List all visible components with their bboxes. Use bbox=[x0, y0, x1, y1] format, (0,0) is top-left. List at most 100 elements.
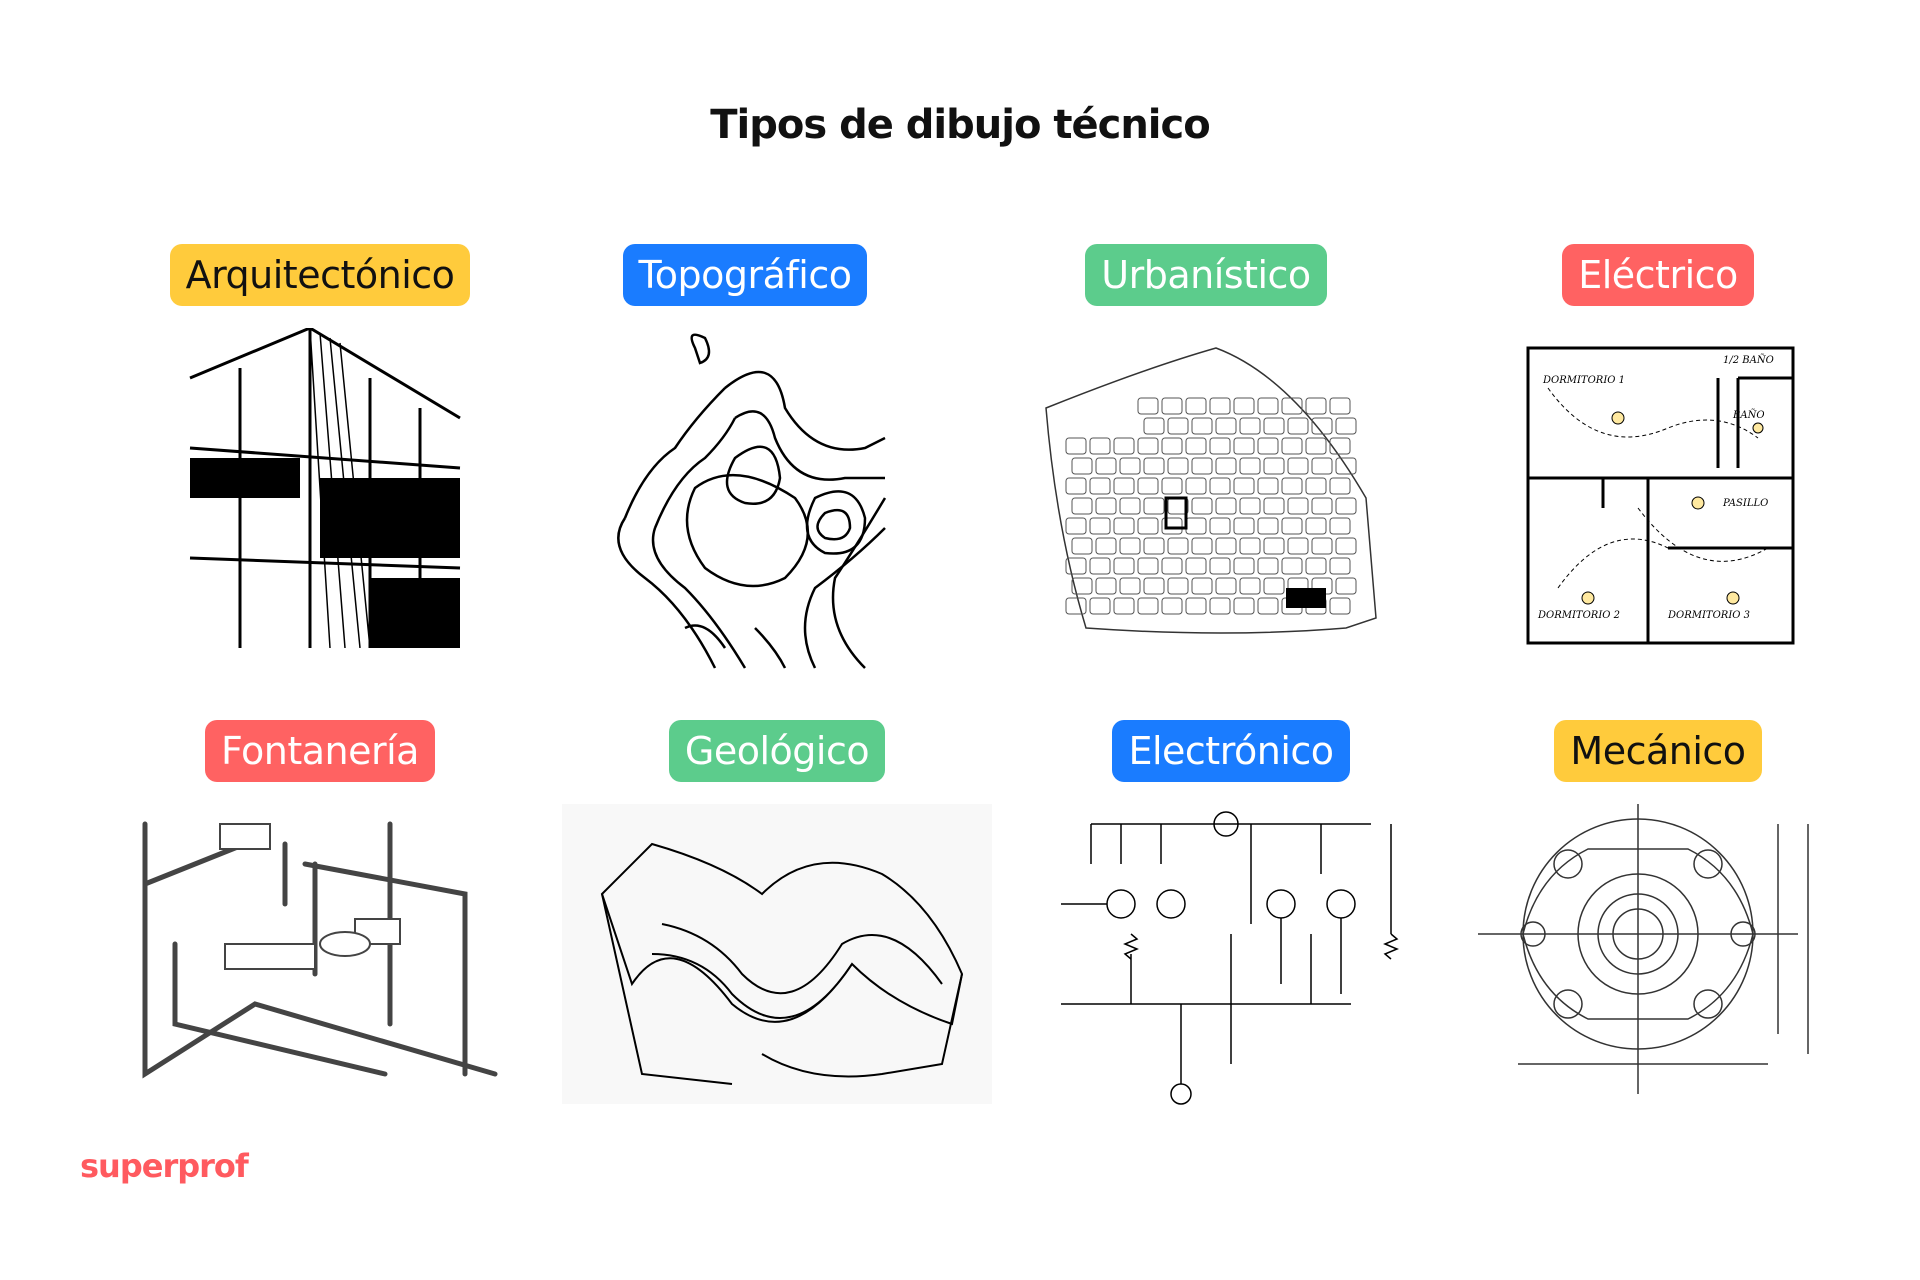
city-block bbox=[1191, 457, 1213, 475]
city-block bbox=[1239, 457, 1261, 475]
city-block bbox=[1167, 417, 1189, 435]
city-block bbox=[1119, 457, 1141, 475]
city-block bbox=[1329, 517, 1351, 535]
city-block bbox=[1233, 517, 1255, 535]
topographic-contour-map bbox=[617, 333, 887, 669]
city-block bbox=[1113, 597, 1135, 615]
city-block bbox=[1065, 517, 1087, 535]
city-block bbox=[1263, 457, 1285, 475]
city-block bbox=[1215, 577, 1237, 595]
city-block bbox=[1215, 537, 1237, 555]
electrical-floor-plan: DORMITORIO 1 BAÑO 1/2 BAÑO PASILLO DORMI… bbox=[1526, 346, 1795, 645]
city-block bbox=[1233, 437, 1255, 455]
city-block bbox=[1281, 477, 1303, 495]
city-block bbox=[1191, 537, 1213, 555]
city-block bbox=[1209, 437, 1231, 455]
floorplan-label: DORMITORIO 3 bbox=[1667, 610, 1750, 621]
city-block bbox=[1071, 577, 1093, 595]
floorplan-label: PASILLO bbox=[1722, 498, 1768, 509]
city-block bbox=[1209, 597, 1231, 615]
city-block bbox=[1335, 417, 1357, 435]
city-block bbox=[1305, 517, 1327, 535]
city-block bbox=[1281, 517, 1303, 535]
superprof-logo: superprof bbox=[80, 1147, 249, 1185]
city-block bbox=[1209, 557, 1231, 575]
label-fontaneria: Fontanería bbox=[205, 720, 435, 782]
label-mecanico: Mecánico bbox=[1554, 720, 1762, 782]
floorplan-label: 1/2 BAÑO bbox=[1723, 354, 1774, 366]
city-block bbox=[1065, 557, 1087, 575]
city-block bbox=[1167, 457, 1189, 475]
label-urbanistico: Urbanístico bbox=[1085, 244, 1327, 306]
city-block bbox=[1281, 397, 1303, 415]
city-block bbox=[1143, 577, 1165, 595]
card-urbanistico: Urbanístico bbox=[996, 244, 1416, 658]
city-block bbox=[1233, 557, 1255, 575]
city-block bbox=[1143, 457, 1165, 475]
city-block bbox=[1185, 597, 1207, 615]
city-block bbox=[1137, 397, 1159, 415]
city-block bbox=[1263, 497, 1285, 515]
city-block bbox=[1311, 497, 1333, 515]
city-block bbox=[1119, 577, 1141, 595]
city-block bbox=[1239, 417, 1261, 435]
city-block bbox=[1287, 417, 1309, 435]
city-block bbox=[1191, 577, 1213, 595]
city-block bbox=[1305, 477, 1327, 495]
page-title: Tipos de dibujo técnico bbox=[710, 102, 1210, 148]
city-block bbox=[1311, 417, 1333, 435]
city-block bbox=[1209, 477, 1231, 495]
city-block bbox=[1065, 437, 1087, 455]
city-block bbox=[1257, 437, 1279, 455]
city-block bbox=[1233, 397, 1255, 415]
card-geologico: Geológico bbox=[562, 720, 992, 1104]
city-block bbox=[1305, 557, 1327, 575]
city-block bbox=[1167, 537, 1189, 555]
city-block bbox=[1281, 557, 1303, 575]
city-block bbox=[1119, 537, 1141, 555]
city-block bbox=[1257, 477, 1279, 495]
city-block bbox=[1065, 597, 1087, 615]
city-block bbox=[1071, 497, 1093, 515]
city-block bbox=[1137, 557, 1159, 575]
city-block bbox=[1215, 417, 1237, 435]
label-geologico: Geológico bbox=[668, 720, 886, 782]
city-block bbox=[1215, 497, 1237, 515]
city-block bbox=[1185, 477, 1207, 495]
city-block bbox=[1233, 477, 1255, 495]
city-block bbox=[1209, 517, 1231, 535]
card-electronico: Electrónico bbox=[1021, 720, 1441, 1114]
city-block bbox=[1065, 477, 1087, 495]
city-block bbox=[1089, 477, 1111, 495]
card-electrico: Eléctrico DORMITORIO 1 BAÑO 1/2 BAÑO PAS… bbox=[1448, 244, 1868, 648]
city-block bbox=[1089, 437, 1111, 455]
city-block bbox=[1161, 397, 1183, 415]
city-block bbox=[1335, 497, 1357, 515]
card-mecanico: Mecánico bbox=[1448, 720, 1868, 1104]
city-block bbox=[1215, 457, 1237, 475]
city-block bbox=[1185, 437, 1207, 455]
city-block bbox=[1239, 577, 1261, 595]
city-block bbox=[1287, 457, 1309, 475]
electronic-circuit-schematic bbox=[1061, 811, 1399, 1105]
city-block bbox=[1113, 437, 1135, 455]
floorplan-label: DORMITORIO 1 bbox=[1542, 375, 1625, 386]
city-block bbox=[1329, 597, 1351, 615]
city-block bbox=[1161, 557, 1183, 575]
city-block bbox=[1089, 517, 1111, 535]
city-block bbox=[1185, 397, 1207, 415]
city-block bbox=[1119, 497, 1141, 515]
city-block bbox=[1329, 477, 1351, 495]
city-block bbox=[1143, 417, 1165, 435]
city-block bbox=[1161, 517, 1183, 535]
city-block bbox=[1233, 597, 1255, 615]
city-block bbox=[1071, 537, 1093, 555]
card-arquitectonico: Arquitectónico bbox=[110, 244, 530, 648]
urban-plan-map bbox=[1045, 347, 1377, 634]
city-block bbox=[1287, 537, 1309, 555]
card-topografico: Topográfico bbox=[535, 244, 955, 678]
card-fontaneria: Fontanería bbox=[110, 720, 530, 1094]
city-block bbox=[1137, 597, 1159, 615]
city-block bbox=[1161, 597, 1183, 615]
city-block bbox=[1329, 557, 1351, 575]
